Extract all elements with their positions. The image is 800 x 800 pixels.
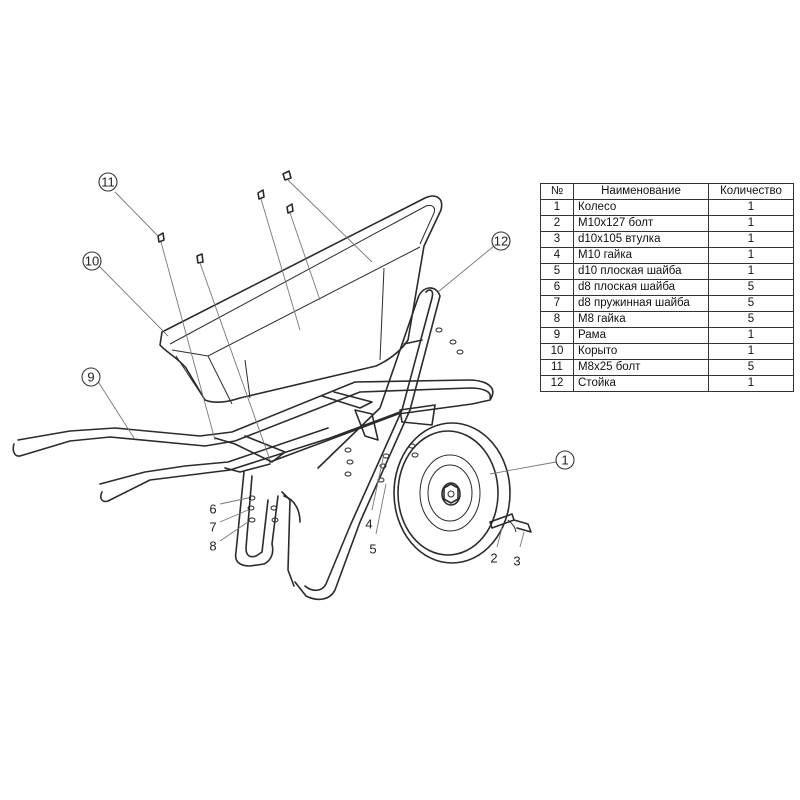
table-row: 1 Колесо 1	[540, 199, 794, 216]
cell-quantity: 5	[708, 295, 794, 312]
table-row: 11 M8x25 болт 5	[540, 359, 794, 376]
cell-name: M10 гайка	[573, 247, 709, 264]
axle-parts	[489, 513, 532, 533]
table-row: 6 d8 плоская шайба 5	[540, 279, 794, 296]
cell-quantity: 1	[708, 327, 794, 344]
cell-quantity: 1	[708, 231, 794, 248]
cell-name: Стойка	[573, 375, 709, 392]
callout-12: 12	[437, 231, 511, 293]
cell-name: M8x25 болт	[573, 359, 709, 376]
table-row: 4 M10 гайка 1	[540, 247, 794, 264]
svg-text:2: 2	[490, 551, 497, 566]
parts-table-header: № Наименование Количество	[540, 183, 794, 200]
cell-quantity: 1	[708, 199, 794, 216]
cell-quantity: 1	[708, 263, 794, 280]
cell-quantity: 1	[708, 375, 794, 392]
callout-5: 5	[369, 483, 387, 557]
cell-number: 12	[540, 375, 574, 392]
svg-text:12: 12	[494, 234, 508, 249]
header-quantity: Количество	[708, 183, 794, 200]
parts-table: № Наименование Количество 1 Колесо 1 2 M…	[540, 183, 794, 392]
cell-number: 8	[540, 311, 574, 328]
cell-name: M10x127 болт	[573, 215, 709, 232]
bolts	[157, 170, 294, 264]
cell-name: d8 плоская шайба	[573, 279, 709, 296]
stand-part	[234, 287, 441, 601]
callout-8: 8	[209, 521, 249, 554]
cell-number: 11	[540, 359, 574, 376]
cell-number: 4	[540, 247, 574, 264]
cell-name: Колесо	[573, 199, 709, 216]
svg-text:6: 6	[209, 502, 216, 517]
svg-text:1: 1	[561, 453, 568, 468]
cell-number: 10	[540, 343, 574, 360]
header-number: №	[540, 183, 574, 200]
cell-number: 6	[540, 279, 574, 296]
callout-4: 4	[365, 453, 385, 532]
table-row: 8 M8 гайка 5	[540, 311, 794, 328]
svg-text:4: 4	[365, 517, 372, 532]
cell-number: 5	[540, 263, 574, 280]
cell-name: M8 гайка	[573, 311, 709, 328]
wheel-part	[393, 422, 511, 564]
svg-text:3: 3	[513, 554, 520, 569]
cell-quantity: 5	[708, 359, 794, 376]
table-row: 10 Корыто 1	[540, 343, 794, 360]
callout-11: 11	[98, 172, 159, 237]
svg-text:8: 8	[209, 539, 216, 554]
callout-3: 3	[513, 531, 525, 569]
table-row: 2 M10x127 болт 1	[540, 215, 794, 232]
callout-6: 6	[209, 497, 249, 517]
svg-text:7: 7	[209, 520, 216, 535]
cell-quantity: 5	[708, 279, 794, 296]
cell-quantity: 1	[708, 215, 794, 232]
cell-name: d10x105 втулка	[573, 231, 709, 248]
svg-text:10: 10	[85, 254, 99, 269]
cell-name: d10 плоская шайба	[573, 263, 709, 280]
washers-nuts	[247, 327, 464, 523]
cell-number: 3	[540, 231, 574, 248]
frame-part	[12, 379, 494, 503]
table-row: 3 d10x105 втулка 1	[540, 231, 794, 248]
svg-text:5: 5	[369, 542, 376, 557]
cell-name: Корыто	[573, 343, 709, 360]
cell-number: 1	[540, 199, 574, 216]
tray-part	[159, 195, 443, 405]
cell-name: d8 пружинная шайба	[573, 295, 709, 312]
table-row: 12 Стойка 1	[540, 375, 794, 392]
cell-number: 2	[540, 215, 574, 232]
callout-9: 9	[81, 367, 135, 439]
table-row: 9 Рама 1	[540, 327, 794, 344]
table-row: 5 d10 плоская шайба 1	[540, 263, 794, 280]
header-name: Наименование	[573, 183, 709, 200]
callout-1: 1	[489, 450, 575, 475]
table-row: 7 d8 пружинная шайба 5	[540, 295, 794, 312]
svg-text:11: 11	[101, 175, 115, 190]
assembly-lines	[160, 179, 373, 461]
cell-name: Рама	[573, 327, 709, 344]
callout-10: 10	[82, 251, 169, 337]
cell-quantity: 1	[708, 343, 794, 360]
cell-quantity: 1	[708, 247, 794, 264]
svg-text:9: 9	[87, 370, 94, 385]
callout-2: 2	[490, 527, 503, 566]
cell-quantity: 5	[708, 311, 794, 328]
callout-7: 7	[209, 509, 249, 535]
cell-number: 9	[540, 327, 574, 344]
cell-number: 7	[540, 295, 574, 312]
